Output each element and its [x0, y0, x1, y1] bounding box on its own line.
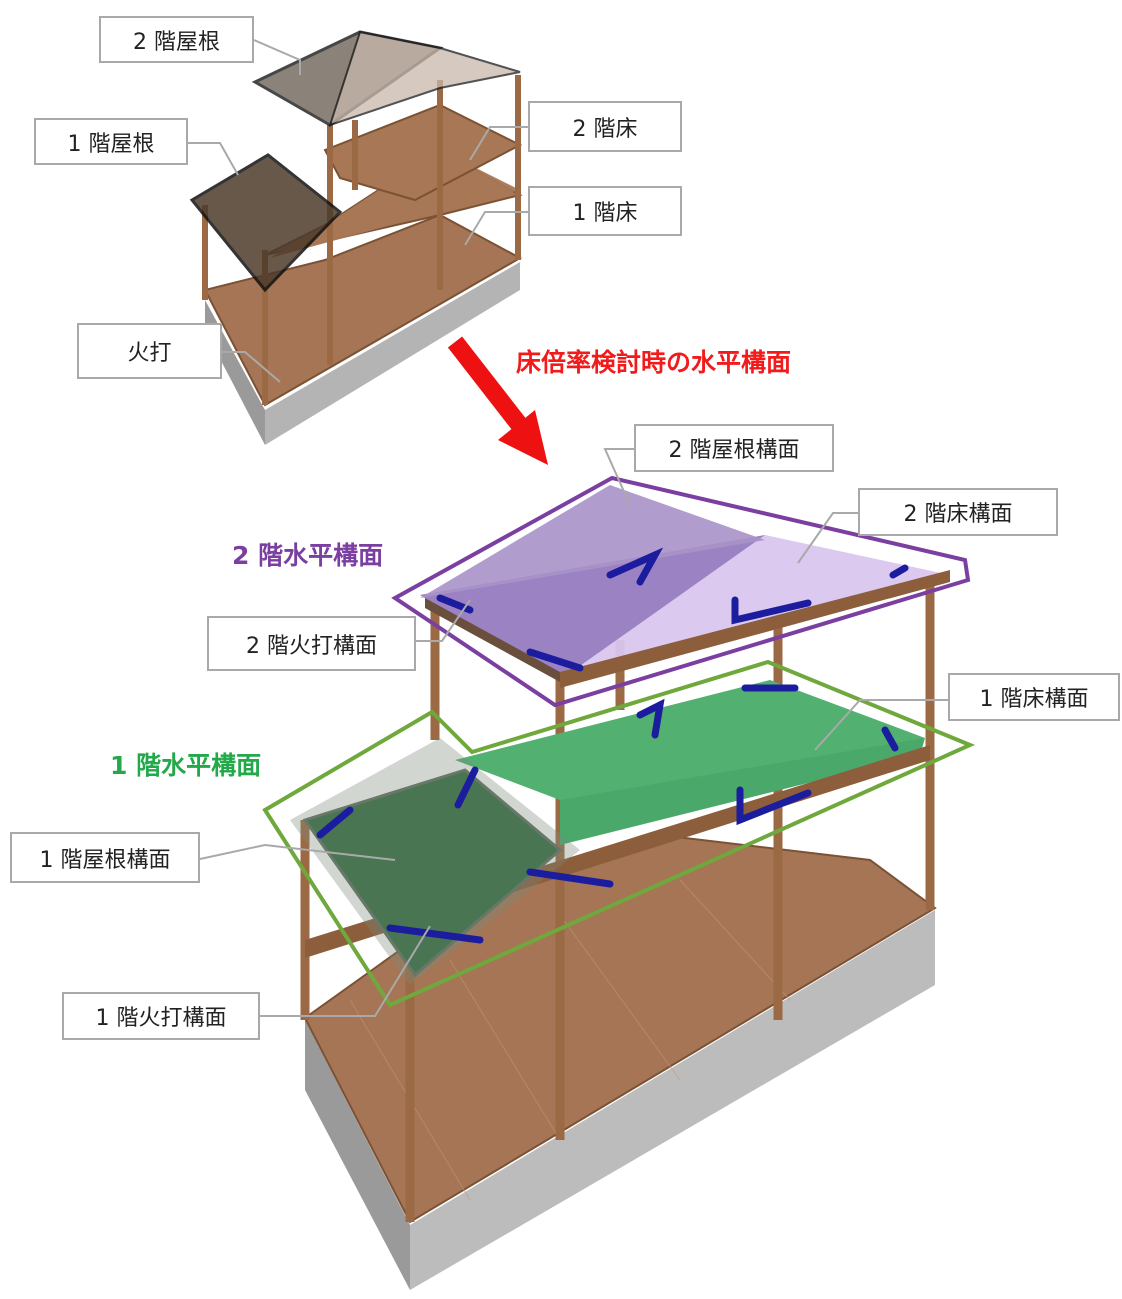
- bottom-1f-roof-plane-ghost: [290, 738, 580, 985]
- heading-horizontal-planes: 床倍率検討時の水平構面: [516, 348, 792, 377]
- label-roof-2f: 2 階屋根: [99, 16, 254, 63]
- label-roof-1f: 1 階屋根: [34, 118, 188, 165]
- top-model: [188, 30, 528, 445]
- outline-1f-horizontal: [262, 659, 976, 1008]
- brace-set: [316, 547, 909, 944]
- heading-1f-horizontal: 1 階水平構面: [110, 751, 262, 780]
- bottom-leaders: [199, 448, 948, 1017]
- label-floor-1f: 1 階床: [528, 186, 682, 236]
- label-roof-plane-2f: 2 階屋根構面: [634, 424, 834, 472]
- heading-2f-horizontal: 2 階水平構面: [232, 541, 384, 570]
- label-hiuchi: 火打: [77, 323, 222, 379]
- top-2f-roof-right: [328, 30, 521, 127]
- top-1f-roof: [189, 153, 343, 293]
- bottom-2f-roof-top: [420, 485, 765, 598]
- transition-arrow: [447, 336, 548, 465]
- bottom-2f-beam: [560, 570, 950, 688]
- bottom-1f-floor-plane-back: [455, 680, 925, 800]
- outline-2f-horizontal: [391, 475, 971, 708]
- bottom-foundation-left: [305, 1020, 410, 1290]
- label-floor-plane-1f: 1 階床構面: [948, 673, 1120, 721]
- label-hiuchi-plane-2f: 2 階火打構面: [207, 616, 416, 671]
- top-2f-deck: [323, 103, 523, 202]
- bottom-1f-roof-plane: [302, 768, 563, 978]
- label-floor-2f: 2 階床: [528, 101, 682, 152]
- top-leaders: [188, 39, 528, 383]
- label-floor-plane-2f: 2 階床構面: [858, 488, 1058, 536]
- label-roof-plane-1f: 1 階屋根構面: [10, 832, 200, 883]
- bottom-foundation-right: [410, 910, 935, 1290]
- bottom-model: [199, 448, 976, 1290]
- label-hiuchi-plane-1f: 1 階火打構面: [62, 992, 260, 1040]
- top-foundation-right: [265, 262, 520, 445]
- bottom-2f-beam-left: [425, 598, 560, 682]
